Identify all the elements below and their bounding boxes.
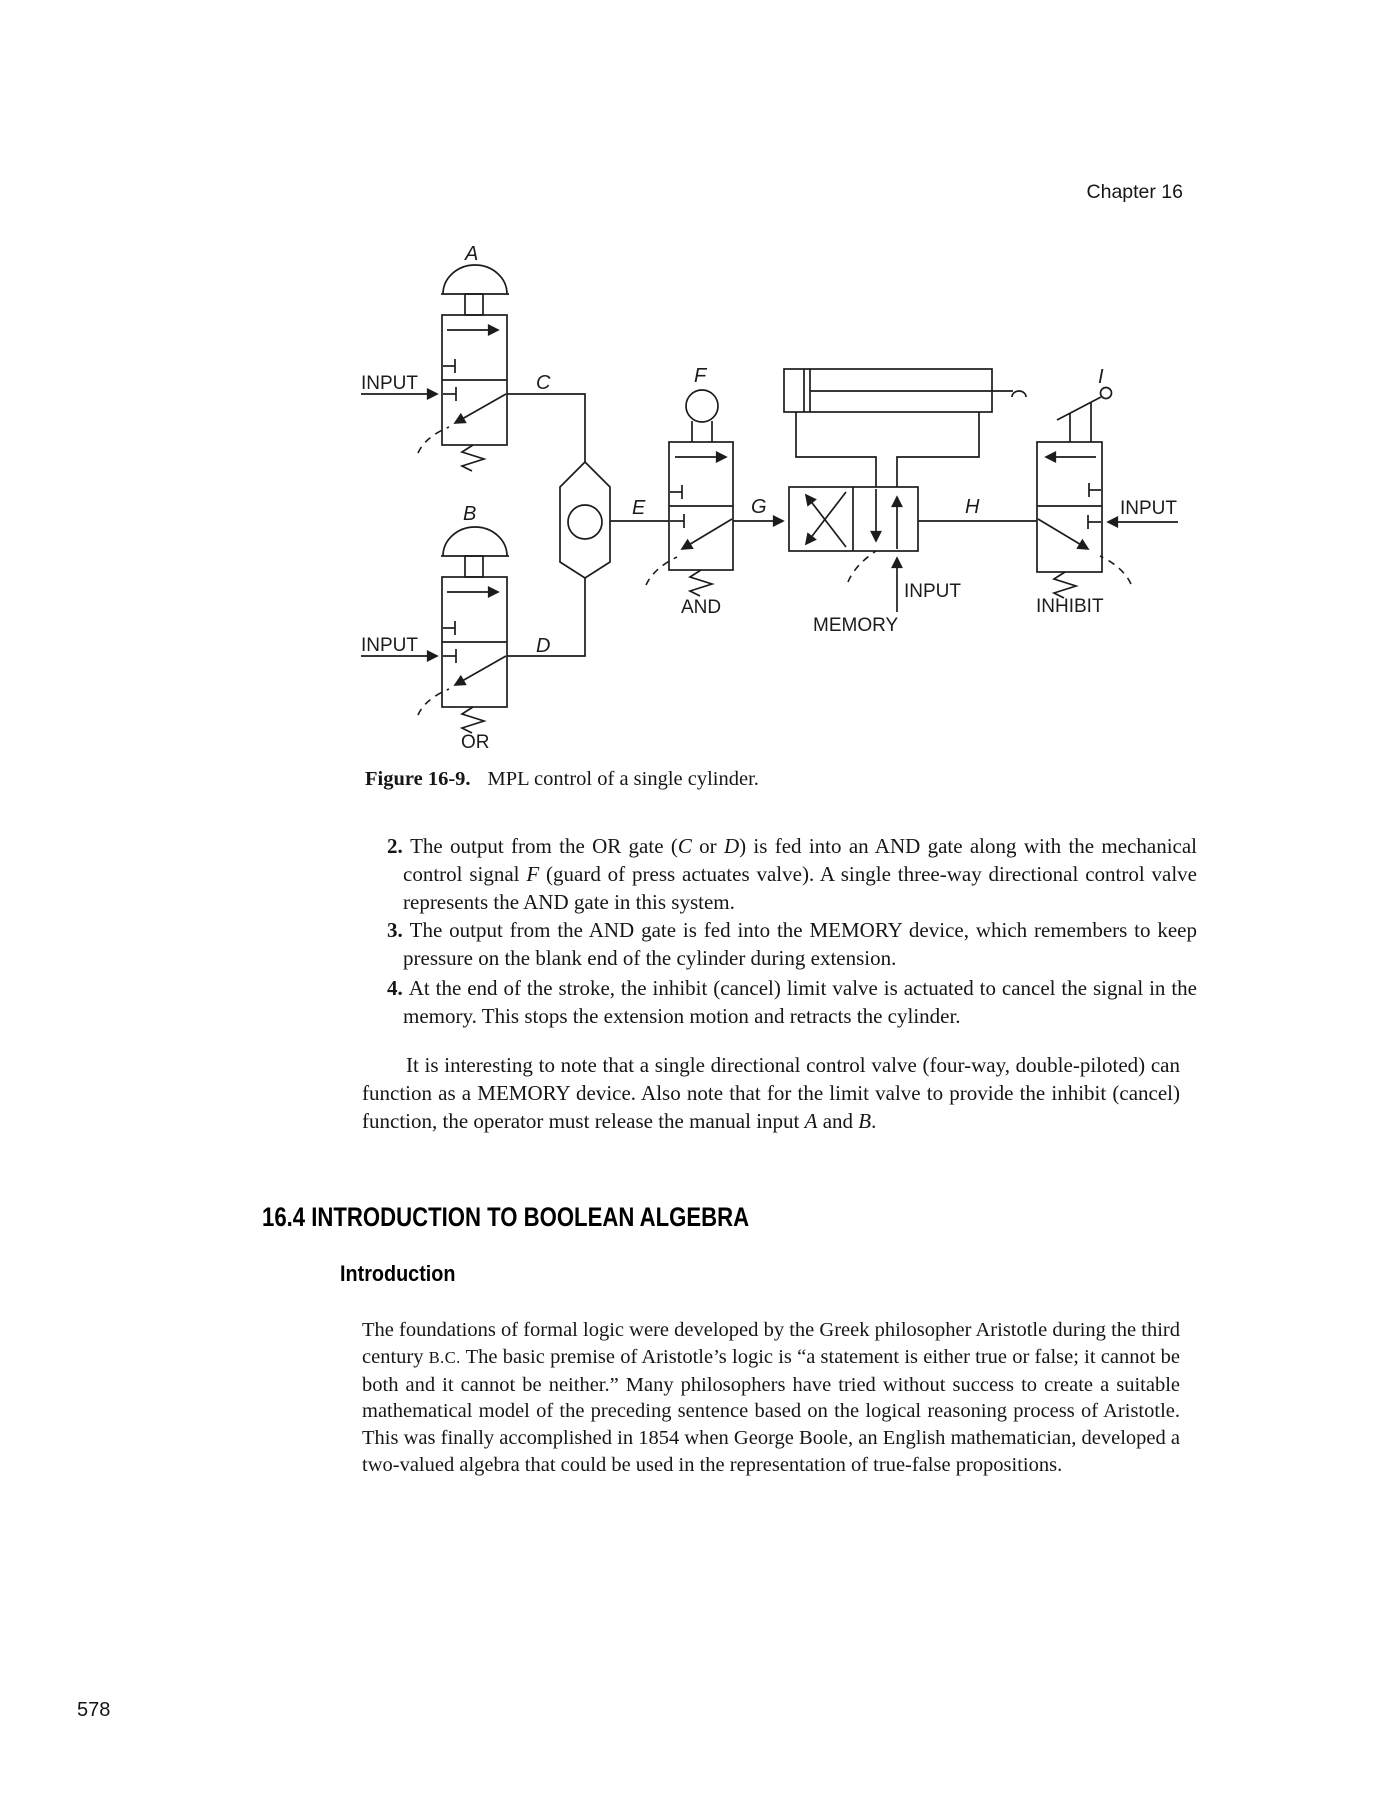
or-shuttle-valve [507,393,669,657]
spring-icon [459,706,487,734]
paragraph-memory-note: It is interesting to note that a single … [362,1051,1180,1135]
label-input-b: INPUT [361,635,418,656]
list-text: The output from the AND gate is fed into… [403,918,1198,970]
spring-icon [1051,571,1079,599]
paragraph-text: and [817,1109,859,1133]
label-c: C [536,372,551,394]
var-b: B [858,1109,872,1133]
figure-caption: Figure 16-9. MPL control of a single cyli… [365,766,1005,792]
var-a: A [804,1109,818,1133]
list-text: (guard of press actuates valve). A singl… [403,862,1197,914]
memory-valve [788,412,1037,612]
label-h: H [965,496,980,518]
figure-16-9-diagram: A INPUT C B INPUT D OR [361,243,1178,753]
palm-button-icon [442,526,508,557]
label-input-a: INPUT [361,373,418,394]
var-d: D [723,834,740,858]
list-number: 4. [387,976,403,1000]
and-valve [645,389,785,597]
plunger-icon [685,389,719,423]
list-text: At the end of the stroke, the inhibit (c… [403,976,1197,1028]
label-g: G [751,496,767,518]
list-item-4: 4.At the end of the stroke, the inhibit … [387,974,1197,1030]
label-or: OR [461,732,490,753]
list-item-3: 3.The output from the AND gate is fed in… [387,916,1197,972]
label-inhibit: INHIBIT [1036,596,1104,617]
paragraph-text: It is interesting to note that a single … [362,1053,1180,1133]
label-d: D [536,635,550,657]
cylinder [783,368,1027,413]
paragraph-text: . [871,1109,877,1133]
label-memory: MEMORY [813,615,898,636]
palm-button-icon [442,264,508,295]
paragraph-text: The foundations of formal logic were dev… [362,1319,1180,1368]
list-item-2: 2. The output from the OR gate (C or D) i… [387,832,1197,916]
spring-icon [687,569,715,597]
rod-end-icon [1011,390,1027,398]
figure-caption-label: Figure 16-9. [365,768,471,790]
label-f: F [694,365,708,387]
list-number: 3. [387,918,403,942]
label-b: B [463,503,476,525]
inhibit-valve [1036,386,1178,599]
figure-caption-text: MPL control of a single cylinder. [487,768,759,790]
label-inhibit-input: INPUT [1120,498,1177,519]
list-number: 2. [387,834,403,858]
subsection-heading: Introduction [340,1261,456,1286]
list-text: or [691,834,724,858]
valve-b [361,526,509,734]
lever-icon [1056,396,1102,421]
paragraph-boolean-intro: The foundations of formal logic were dev… [362,1317,1180,1479]
paragraph-text: The basic premise of Aristotle’s logic i… [362,1345,1180,1476]
label-a: A [464,243,478,265]
list-text: The output from the OR gate ( [410,834,678,858]
valve-a [361,264,509,472]
page-number: 578 [77,1699,111,1721]
smallcaps-bc: B.C. [428,1347,461,1367]
list-text: ) is fed into an AND gate along with the… [403,834,1198,886]
spring-icon [459,444,487,472]
label-memory-input: INPUT [904,581,961,602]
label-i: I [1098,366,1104,388]
chapter-header: Chapter 16 [1086,181,1183,203]
var-f: F [526,862,540,886]
label-and: AND [681,597,721,618]
var-c: C [677,834,692,858]
label-e: E [632,497,646,519]
section-heading: 16.4 INTRODUCTION TO BOOLEAN ALGEBRA [262,1202,750,1232]
